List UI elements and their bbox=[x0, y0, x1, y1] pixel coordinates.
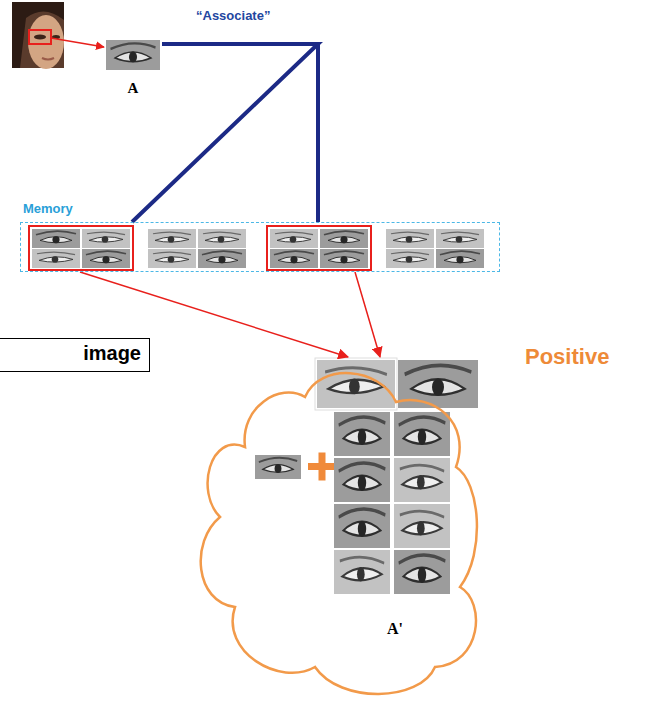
cloud-outline bbox=[190, 352, 480, 702]
memory-box: Memory bbox=[20, 222, 500, 272]
positive-heading: Positive bbox=[525, 344, 609, 370]
recall-arrow bbox=[355, 272, 380, 357]
face-photo bbox=[12, 2, 104, 69]
box-label: image bbox=[83, 342, 141, 365]
memory-eye-groups bbox=[29, 226, 484, 270]
memory-heading: Memory bbox=[23, 201, 73, 216]
cloud-path bbox=[201, 373, 477, 694]
association-line bbox=[132, 44, 318, 222]
crop-node: A bbox=[104, 40, 162, 97]
eye-crop bbox=[106, 40, 160, 70]
set-label: A' bbox=[375, 620, 415, 638]
edge-label: “Associate” bbox=[194, 8, 272, 23]
image-box: image bbox=[0, 338, 150, 372]
crop-label: A bbox=[104, 80, 162, 97]
positive-cloud: PositiveA' bbox=[190, 352, 480, 702]
